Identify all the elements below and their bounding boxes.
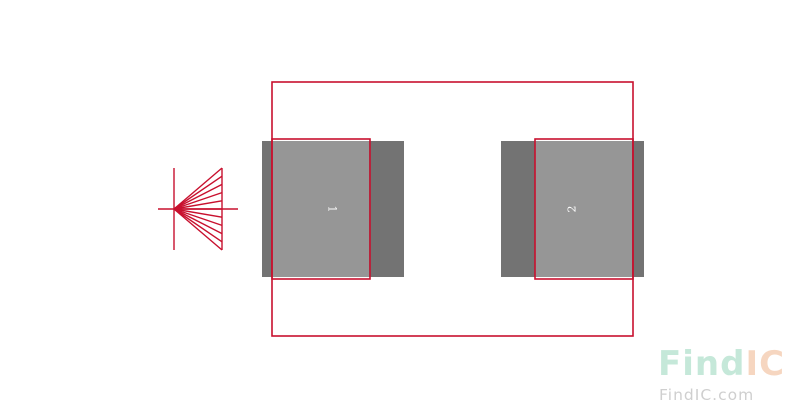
pad-2-outline — [534, 138, 634, 280]
origin-marker-ray — [173, 167, 223, 210]
watermark-url: FindIC.com — [659, 386, 754, 404]
origin-marker-ray — [173, 191, 223, 210]
origin-marker-icon — [158, 167, 238, 251]
origin-marker-ray — [173, 175, 223, 210]
origin-marker-ray — [173, 208, 223, 235]
watermark-logo: FindIC — [658, 344, 785, 384]
pad-1: 1 — [262, 141, 404, 277]
pad-1-label: 1 — [326, 206, 339, 213]
origin-marker-ray — [173, 208, 223, 227]
origin-marker-ray — [173, 208, 223, 218]
origin-marker-ray — [173, 208, 223, 243]
pad-2-label: 2 — [566, 206, 579, 213]
origin-marker-ray — [173, 200, 223, 210]
watermark: FindIC FindIC.com — [658, 344, 785, 404]
origin-marker-ray — [173, 183, 223, 210]
origin-marker-ray — [173, 208, 223, 251]
watermark-logo-suffix: IC — [745, 344, 785, 384]
pad-2-paste — [535, 141, 632, 277]
watermark-logo-prefix: Find — [658, 344, 745, 384]
pad-1-outline — [271, 138, 371, 280]
pad-1-paste — [272, 141, 369, 277]
pad-2: 2 — [501, 141, 644, 277]
